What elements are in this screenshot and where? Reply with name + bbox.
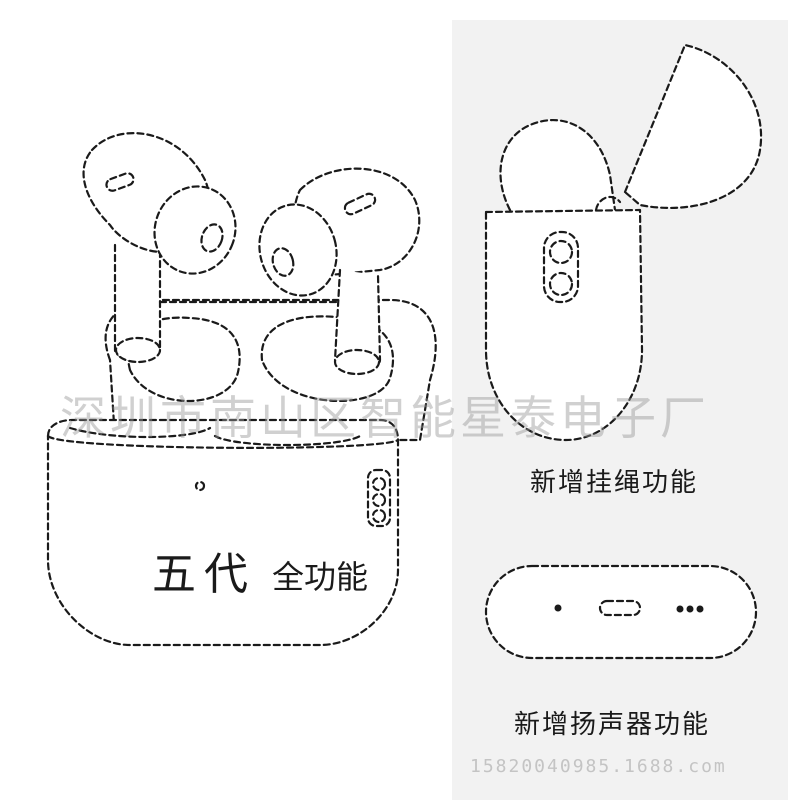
- speaker-feature-label: 新增扬声器功能: [514, 710, 711, 740]
- case-body: [46, 418, 400, 647]
- generation-label: 五代: [152, 549, 256, 600]
- lanyard-feature-label: 新增挂绳功能: [530, 468, 699, 498]
- lanyard-case: [484, 43, 763, 442]
- speaker-case-bottom: [484, 564, 758, 660]
- contact-watermark: 15820040985.1688.com: [470, 756, 727, 777]
- speaker-grille-icon: [676, 605, 684, 613]
- status-light-icon: [194, 480, 206, 492]
- speaker-dot-icon: [554, 604, 562, 612]
- lanyard-button-icon: [542, 230, 580, 304]
- left-earbud: [82, 132, 237, 364]
- right-earbud: [258, 167, 421, 376]
- case-cradle: [104, 298, 437, 442]
- pairing-button-icon: [366, 468, 392, 528]
- charging-port-icon: [598, 599, 642, 617]
- full-function-label: 全功能: [272, 558, 369, 596]
- company-watermark: 深圳市南山区智能星泰电子厂: [60, 391, 710, 445]
